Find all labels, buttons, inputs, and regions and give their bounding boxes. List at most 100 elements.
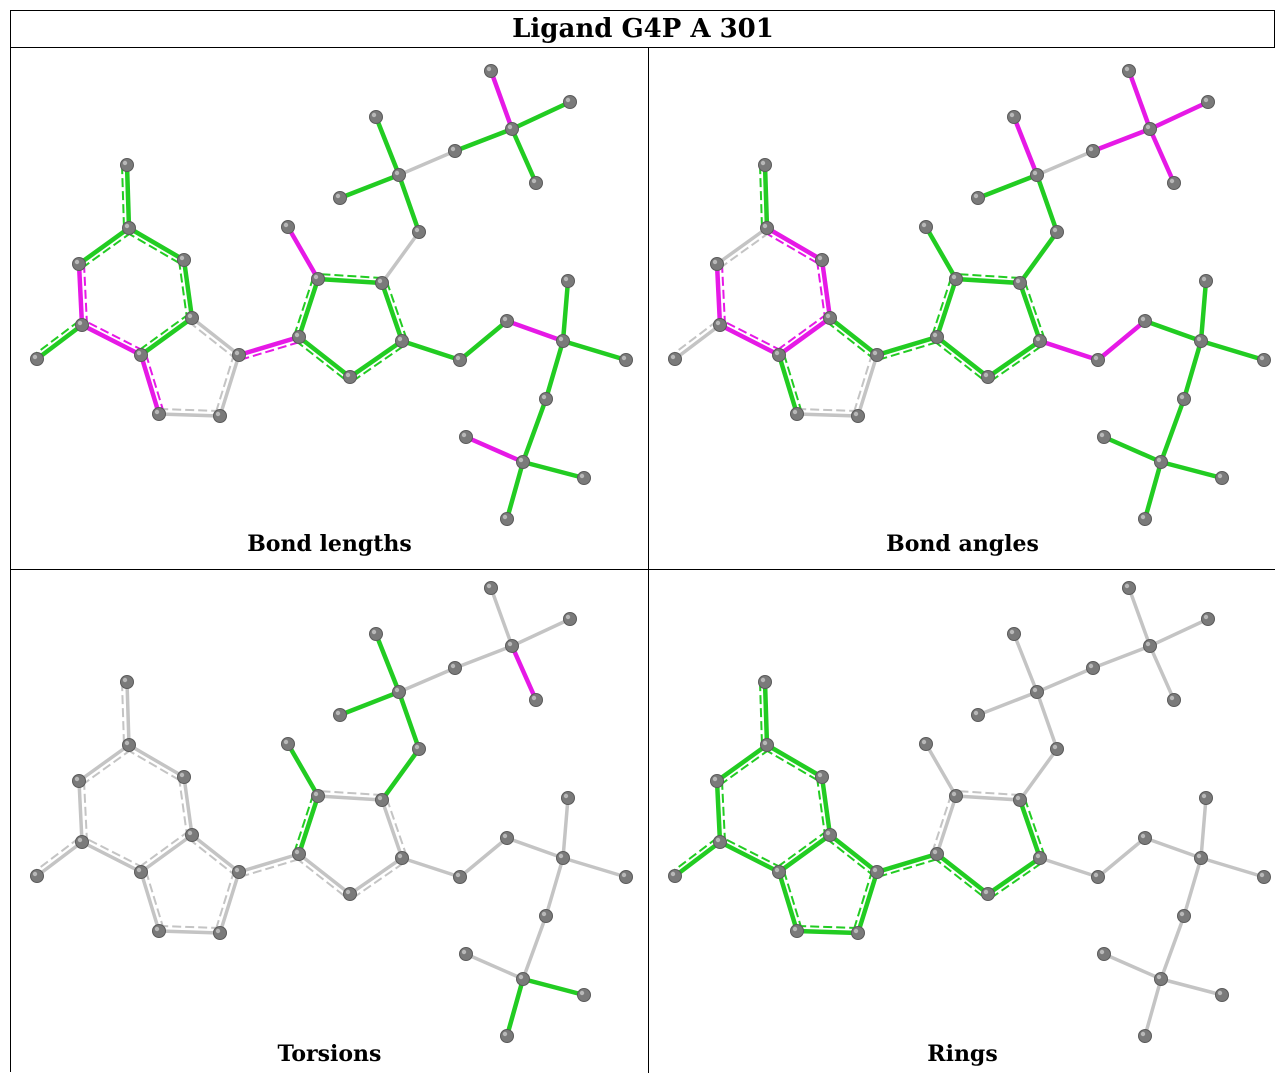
atom (177, 253, 191, 267)
bond (285, 741, 321, 799)
atom (1086, 661, 1100, 675)
atom (561, 791, 575, 805)
atom-highlight (1124, 583, 1130, 589)
atom-highlight (1124, 66, 1130, 72)
bond-order-echo (144, 870, 165, 930)
atom (484, 64, 498, 78)
atom (949, 789, 963, 803)
atom-highlight (179, 772, 185, 778)
atom (311, 272, 325, 286)
atom-highlight (621, 872, 627, 878)
atom (75, 835, 89, 849)
atom-highlight (1203, 97, 1209, 103)
atom (790, 924, 804, 938)
bond (77, 779, 84, 844)
bond-order-echo (719, 231, 771, 269)
atom (1007, 627, 1021, 641)
bond (520, 459, 587, 481)
panel-rings: Rings (649, 570, 1275, 1073)
bond-order-echo (352, 861, 406, 899)
atom-highlight (461, 432, 467, 438)
atom-highlight (621, 355, 627, 361)
atom (1177, 392, 1191, 406)
atom-highlight (1259, 355, 1265, 361)
atom-highlight (853, 928, 859, 934)
bond-order-echo (125, 748, 182, 783)
atom-highlight (1217, 990, 1223, 996)
bond-order-echo (240, 340, 301, 361)
bond (762, 162, 770, 231)
bond-order-echo (719, 748, 771, 786)
atom (1030, 168, 1044, 182)
bond (504, 976, 526, 1039)
bond (1126, 68, 1153, 132)
bond (35, 840, 84, 878)
panel-bond-lengths: Bond lengths (11, 49, 648, 569)
atom (500, 314, 514, 328)
atom-highlight (283, 222, 289, 228)
bond-order-echo (797, 408, 859, 413)
atom (1097, 947, 1111, 961)
molecule-bond-lengths (30, 64, 633, 526)
bond-order-echo (83, 319, 144, 352)
bond-order-echo (671, 837, 718, 873)
atom-highlight (154, 926, 160, 932)
atom-highlight (1145, 124, 1151, 130)
atom-highlight (1203, 614, 1209, 620)
atom-highlight (921, 739, 927, 745)
atom (851, 409, 865, 423)
bond (764, 225, 825, 263)
atom-highlight (1145, 641, 1151, 647)
bond-order-echo (759, 682, 764, 746)
atom-highlight (1179, 911, 1185, 917)
atom-highlight (563, 276, 569, 282)
bond (776, 315, 833, 358)
atom (1050, 225, 1064, 239)
bond (190, 833, 241, 874)
bond (874, 851, 940, 875)
atom (448, 144, 462, 158)
atom (1091, 353, 1105, 367)
bond (1035, 666, 1095, 694)
atom-highlight (1169, 695, 1175, 701)
bond (337, 689, 402, 718)
bond-order-echo (385, 798, 408, 857)
bond (182, 775, 194, 837)
bond (954, 794, 1022, 802)
bond (1037, 338, 1101, 363)
atom-highlight (1201, 793, 1207, 799)
bond (520, 976, 587, 998)
bond (1102, 952, 1163, 981)
atom (815, 253, 829, 267)
bond (953, 276, 1023, 286)
atom-highlight (345, 889, 351, 895)
column-divider (648, 48, 649, 1073)
atom (1215, 471, 1229, 485)
bond (505, 836, 565, 860)
atom (122, 738, 136, 752)
atom-highlight (579, 990, 585, 996)
atom-highlight (507, 641, 513, 647)
atom (375, 793, 389, 807)
atom-highlight (1035, 336, 1041, 342)
atom-highlight (518, 457, 524, 463)
atom-highlight (187, 830, 193, 836)
bond (1199, 796, 1208, 860)
bond (855, 869, 880, 936)
bond-order-echo (188, 321, 237, 360)
bond (1090, 126, 1153, 154)
bond (379, 746, 422, 803)
atom-highlight (377, 795, 383, 801)
atom-highlight (1009, 112, 1015, 118)
atom-highlight (486, 66, 492, 72)
bond (1159, 977, 1224, 997)
bond (77, 743, 131, 783)
bond-order-echo (782, 870, 803, 930)
bond-order-echo (816, 777, 827, 836)
atom-highlight (450, 146, 456, 152)
molecule-bond-angles (668, 64, 1271, 526)
atom-highlight (1196, 336, 1202, 342)
bond-order-echo (1023, 281, 1046, 340)
bond (237, 852, 301, 874)
bond-order-echo (990, 861, 1044, 899)
